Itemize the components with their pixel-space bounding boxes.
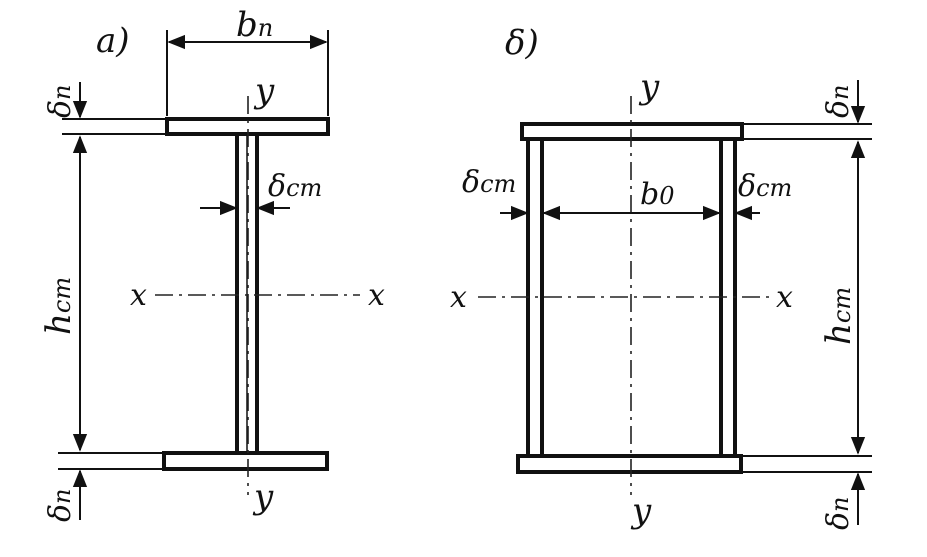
axis-y-bottom-label-b: y (630, 491, 652, 531)
axis-y-top-label-a: y (253, 71, 275, 111)
axis-x-right-label-b: x (776, 280, 793, 315)
flange-thickness-bottom-label-a: δп (43, 488, 78, 522)
axis-x-left-label-a: x (130, 278, 147, 313)
panel-label-a: a) (96, 21, 130, 61)
web-thickness-right-label-b: δст (738, 169, 792, 204)
top-flange-b (520, 122, 744, 141)
axis-y-top-label-b: y (638, 67, 660, 107)
figure-a-i-beam: a) x x y y bп δп hст δп (39, 5, 385, 522)
bottom-flange-b (516, 454, 743, 474)
axis-x-right-label-a: x (368, 278, 385, 313)
flange-thickness-top-label-b: δп (821, 84, 856, 118)
inner-width-label-b: b0 (640, 177, 675, 212)
web-thickness-left-label-b: δст (462, 165, 516, 200)
flange-thickness-top-label-a: δп (43, 84, 78, 118)
web-height-label-a: hст (39, 277, 79, 335)
panel-label-b: δ) (505, 23, 539, 63)
figure-b-box-section: δ) x x y y δст b0 δст δп hст δп (450, 23, 872, 531)
web-height-label-b: hст (819, 287, 859, 345)
flange-width-label-a: bп (236, 5, 273, 45)
bottom-flange-a (162, 451, 329, 471)
axis-y-bottom-label-a: y (252, 477, 274, 517)
axis-x-left-label-b: x (450, 280, 467, 315)
web-thickness-label-a: δст (268, 169, 322, 204)
flange-thickness-bottom-label-b: δп (821, 496, 856, 530)
